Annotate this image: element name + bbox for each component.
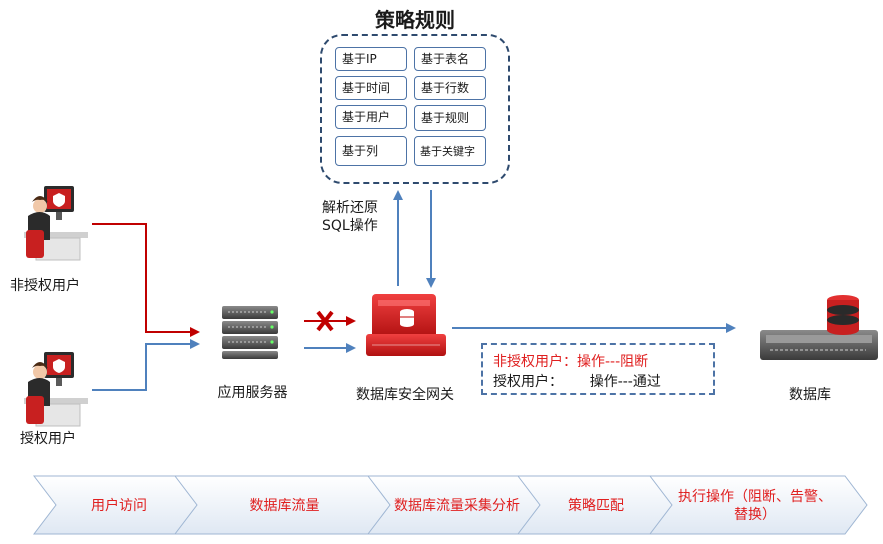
gateway-label: 数据库安全网关 [356,387,454,403]
edge-unauthorized-to-server [92,223,200,337]
authorized-user-label: 授权用户 [20,431,76,447]
result-authorized: 授权用户： 操作---通过 [493,374,661,390]
rule-keyword: 基于关键字 [414,136,486,166]
authorized-user-icon [24,352,88,427]
app-server-label: 应用服务器 [217,385,288,401]
database-icon [760,295,878,360]
security-gateway-icon [366,294,446,356]
rule-column: 基于列 [335,136,407,166]
stage-user-access: 用户访问 [91,498,147,514]
rule-ip: 基于IP [335,47,407,71]
rule-user: 基于用户 [335,105,407,129]
rule-rule: 基于规则 [414,105,486,131]
edge-authorized-to-server [92,339,200,391]
stage-policy-match: 策略匹配 [568,498,624,514]
process-chevrons [32,475,868,535]
database-label: 数据库 [789,387,831,403]
rule-time: 基于时间 [335,76,407,100]
unauthorized-user-icon [24,186,88,261]
app-server-icon [222,306,278,359]
stage-5-shape [648,475,868,535]
result-unauthorized: 非授权用户：操作---阻断 [493,354,649,370]
result-box: 非授权用户：操作---阻断 授权用户： 操作---通过 [481,343,715,395]
rule-table-name: 基于表名 [414,47,486,71]
block-cross-icon [316,310,334,332]
policy-title: 策略规则 [375,8,455,32]
unauthorized-user-label: 非授权用户 [10,278,80,294]
policy-rules-box: 基于IP 基于表名 基于时间 基于行数 基于用户 基于规则 基于列 基于关键字 [320,34,510,184]
stage-execute-action: 执行操作（阻断、告警、替换） [678,489,832,523]
stage-traffic-analysis: 数据库流量采集分析 [394,498,520,514]
parse-sql-label: 解析还原 SQL操作 [322,200,378,234]
rule-row-count: 基于行数 [414,76,486,100]
stage-db-traffic: 数据库流量 [249,498,320,514]
